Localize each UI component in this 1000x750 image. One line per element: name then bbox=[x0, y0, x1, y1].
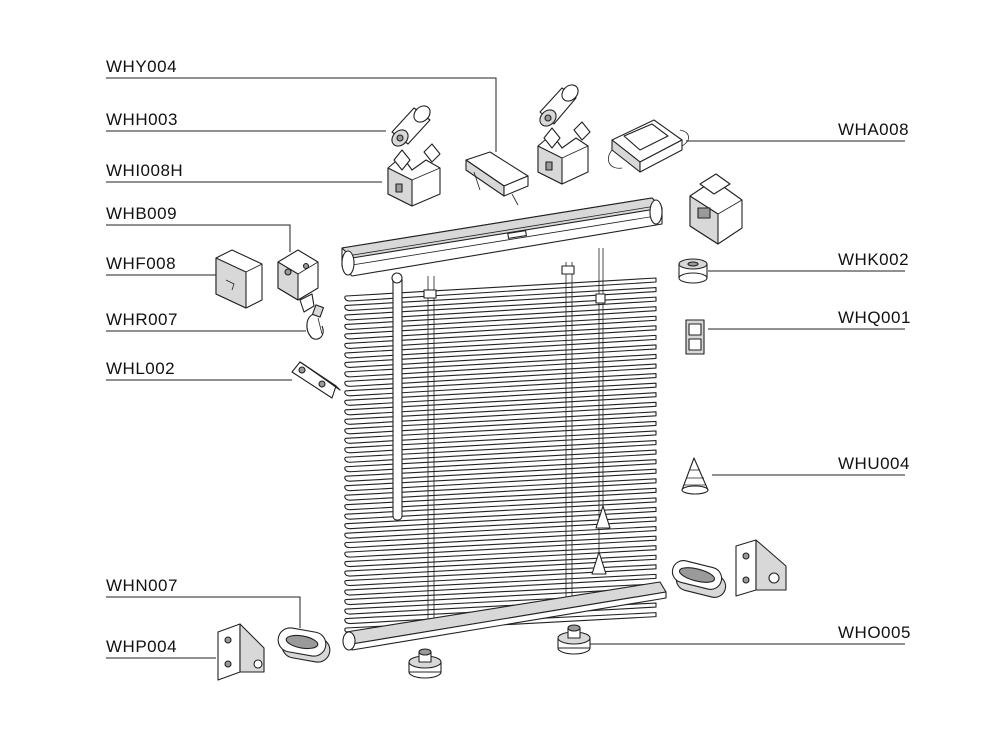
slat bbox=[344, 296, 657, 321]
head-rail bbox=[341, 197, 663, 277]
part-whi008h-left bbox=[387, 143, 441, 207]
label-whb009: WHB009 bbox=[106, 204, 291, 252]
svg-text:WHA008: WHA008 bbox=[838, 120, 909, 139]
part-oval-cap-right bbox=[671, 560, 727, 598]
part-wha008 bbox=[608, 119, 689, 173]
slat bbox=[344, 315, 657, 340]
slat bbox=[344, 344, 657, 368]
part-end-bracket bbox=[689, 173, 743, 245]
label-whf008: WHF008 bbox=[106, 254, 216, 276]
slat bbox=[344, 526, 657, 549]
lift-cords bbox=[591, 248, 611, 575]
part-side-bracket-right bbox=[735, 539, 787, 597]
label-whp004: WHP004 bbox=[106, 637, 216, 659]
slat bbox=[344, 430, 657, 454]
slat bbox=[344, 353, 657, 378]
slat bbox=[344, 554, 657, 577]
part-whi008h-right bbox=[537, 121, 591, 185]
slat bbox=[344, 334, 657, 359]
slat bbox=[344, 497, 657, 520]
bottom-rail bbox=[342, 581, 667, 651]
part-whh003-right bbox=[539, 84, 579, 127]
svg-text:WHL002: WHL002 bbox=[106, 359, 175, 378]
part-whb009 bbox=[277, 249, 319, 313]
part-who005 bbox=[557, 624, 591, 655]
blind-assembly bbox=[341, 197, 667, 651]
slat bbox=[344, 449, 657, 473]
part-bumper-bottom bbox=[408, 648, 442, 679]
part-whf008 bbox=[215, 249, 263, 309]
part-whk002 bbox=[678, 258, 708, 284]
slat bbox=[344, 392, 657, 416]
slat bbox=[344, 382, 657, 406]
label-why004: WHY004 bbox=[106, 57, 497, 152]
tilt-wand bbox=[391, 272, 403, 521]
svg-text:WHU004: WHU004 bbox=[838, 454, 910, 473]
svg-text:WHQ001: WHQ001 bbox=[838, 308, 911, 327]
slat bbox=[344, 325, 657, 349]
slat bbox=[344, 420, 657, 444]
label-whq001: WHQ001 bbox=[708, 308, 911, 330]
slat bbox=[344, 545, 657, 568]
part-whh003-left bbox=[391, 105, 431, 147]
part-whu004 bbox=[681, 457, 709, 495]
part-why004 bbox=[465, 151, 529, 206]
slat bbox=[344, 459, 657, 482]
label-who005: WHO005 bbox=[590, 623, 911, 645]
slat bbox=[344, 363, 657, 387]
label-whi008h: WHI008H bbox=[106, 161, 382, 183]
slat bbox=[344, 487, 657, 511]
slat bbox=[344, 411, 657, 435]
svg-text:WHK002: WHK002 bbox=[838, 250, 909, 269]
slat bbox=[344, 306, 657, 331]
label-whr007: WHR007 bbox=[106, 310, 306, 332]
label-whl002: WHL002 bbox=[106, 359, 292, 381]
svg-text:WHI008H: WHI008H bbox=[106, 161, 183, 180]
part-whq001 bbox=[685, 319, 705, 355]
slat bbox=[344, 439, 657, 463]
label-wha008: WHA008 bbox=[686, 120, 909, 142]
slat bbox=[344, 535, 657, 558]
part-whl002 bbox=[291, 361, 341, 399]
blind-slats bbox=[344, 277, 657, 634]
svg-text:WHP004: WHP004 bbox=[106, 637, 177, 656]
svg-text:WHR007: WHR007 bbox=[106, 310, 178, 329]
svg-text:WHN007: WHN007 bbox=[106, 576, 178, 595]
part-whn007 bbox=[277, 627, 331, 663]
label-whk002: WHK002 bbox=[708, 250, 909, 272]
part-whp004 bbox=[217, 623, 265, 681]
label-whu004: WHU004 bbox=[712, 454, 910, 476]
slat bbox=[344, 373, 657, 397]
svg-text:WHF008: WHF008 bbox=[106, 254, 176, 273]
label-whh003: WHH003 bbox=[106, 110, 386, 132]
label-whn007: WHN007 bbox=[106, 576, 301, 628]
slat bbox=[344, 478, 657, 501]
svg-text:WHH003: WHH003 bbox=[106, 110, 178, 129]
slat bbox=[344, 277, 657, 302]
svg-text:WHB009: WHB009 bbox=[106, 204, 177, 223]
slat bbox=[344, 468, 657, 492]
part-whr007 bbox=[306, 304, 325, 340]
svg-text:WHO005: WHO005 bbox=[838, 623, 911, 642]
slat bbox=[344, 573, 657, 596]
slat bbox=[344, 401, 657, 425]
svg-text:WHY004: WHY004 bbox=[106, 57, 177, 76]
